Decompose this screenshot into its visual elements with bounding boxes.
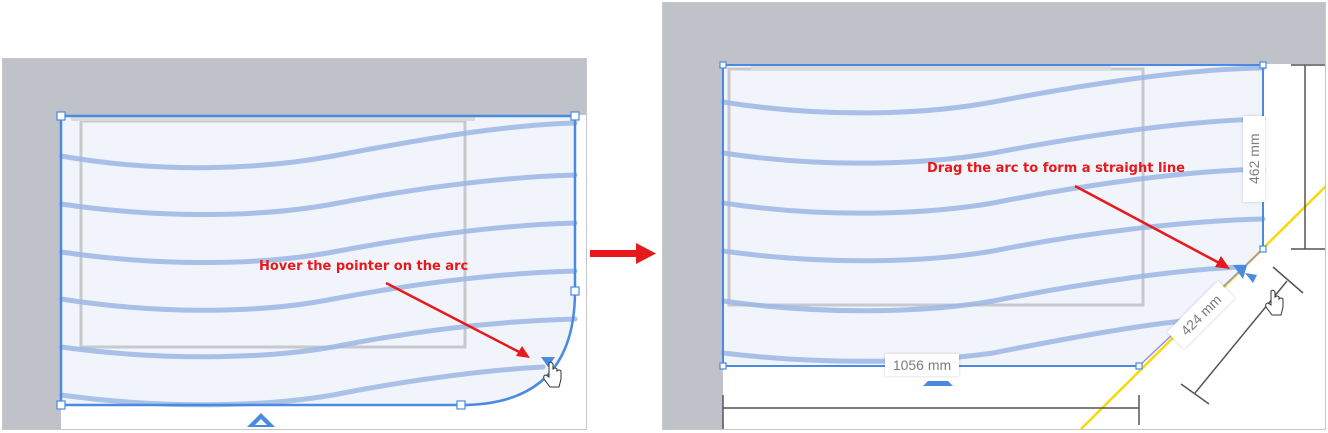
countertop-drawing	[719, 61, 1325, 429]
hand-cursor-icon	[1265, 289, 1284, 316]
wall-top	[3, 59, 586, 115]
wall-left	[3, 59, 61, 429]
before-panel: Hover the pointer on the arc	[2, 58, 587, 430]
next-step-arrow-icon	[590, 243, 656, 264]
hover-instruction: Hover the pointer on the arc	[259, 259, 469, 274]
hand-cursor-icon	[543, 361, 562, 388]
countertop-drawing	[56, 111, 580, 427]
wall-left	[663, 3, 723, 429]
after-panel: Drag the arc to form a straight line 105…	[662, 2, 1326, 430]
width-dimension-label[interactable]: 1056 mm	[885, 354, 959, 376]
drag-instruction: Drag the arc to form a straight line	[927, 161, 1185, 176]
wall-top	[663, 3, 1325, 64]
